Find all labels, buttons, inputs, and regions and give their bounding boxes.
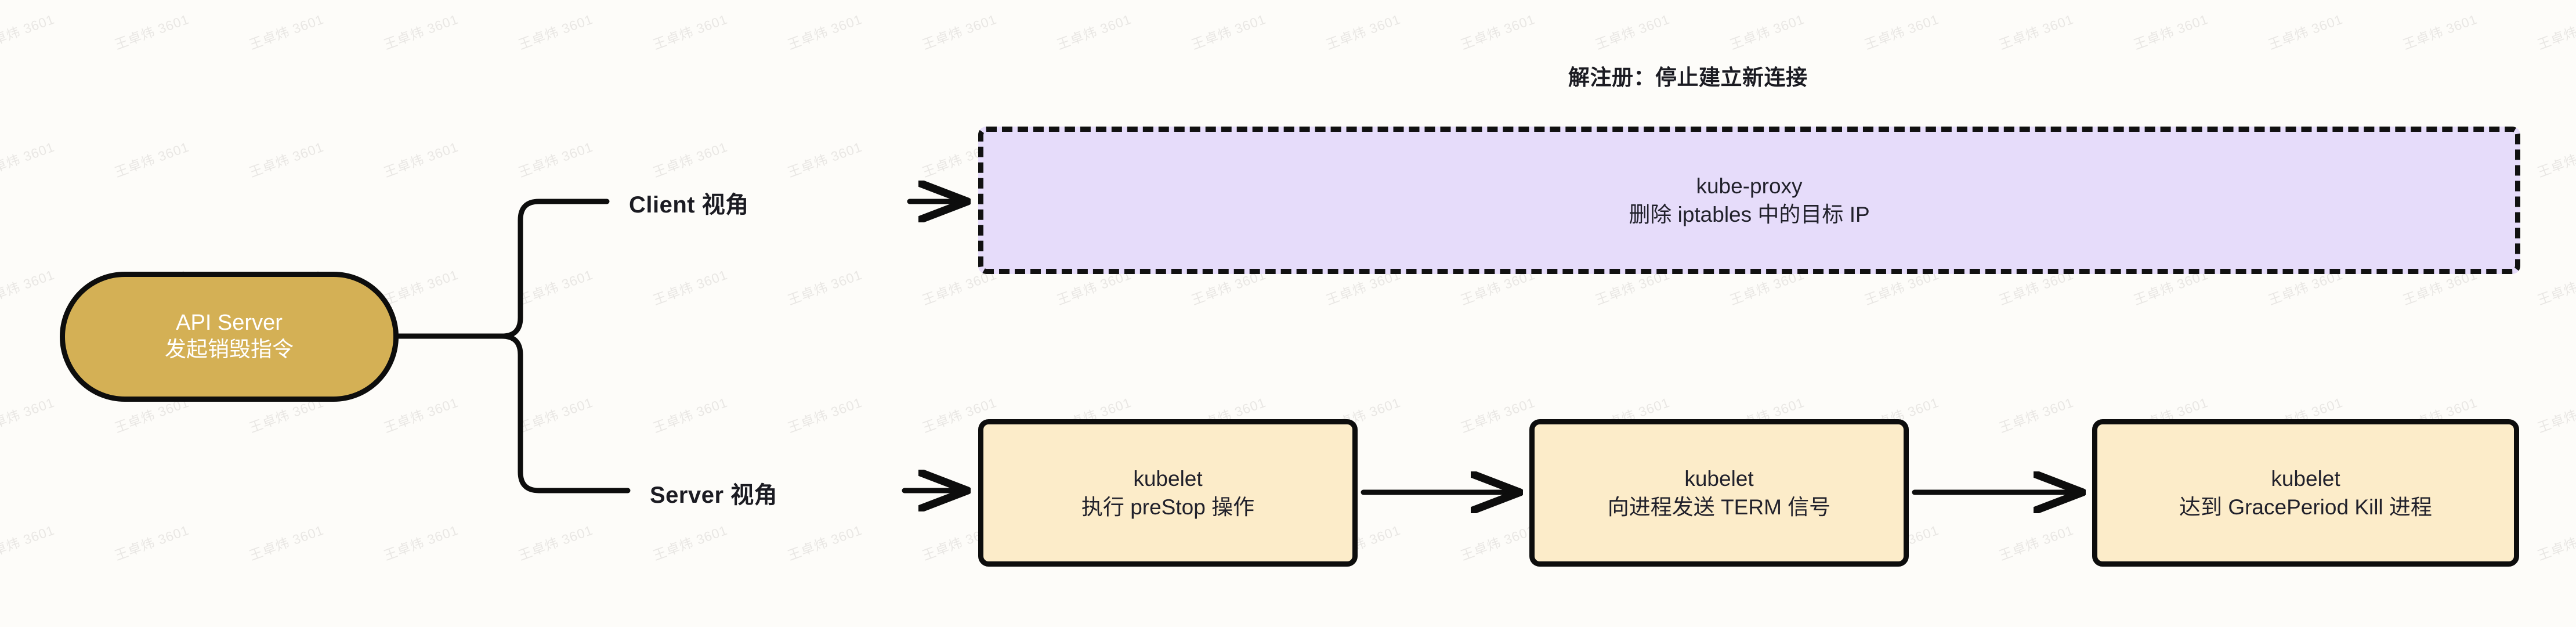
watermark-text: 王卓炜 3601: [113, 11, 191, 53]
watermark-text: 王卓炜 3601: [1459, 522, 1537, 564]
watermark-text: 王卓炜 3601: [0, 394, 57, 436]
watermark-text: 王卓炜 3601: [786, 139, 864, 181]
node-api-server[interactable]: API Server 发起销毁指令: [60, 272, 399, 402]
node-kube-proxy-subtitle: 删除 iptables 中的目标 IP: [1629, 203, 1870, 226]
branch-label-server: Server 视角: [650, 482, 778, 508]
node-kubelet-term-title: kubelet: [1684, 466, 1754, 491]
edge-branch-server: [487, 333, 631, 493]
node-kubelet-term-subtitle: 向进程发送 TERM 信号: [1607, 495, 1831, 519]
watermark-text: 王卓炜 3601: [113, 522, 191, 564]
watermark-text: 王卓炜 3601: [786, 11, 864, 53]
watermark-text: 王卓炜 3601: [247, 11, 326, 53]
watermark-text: 王卓炜 3601: [2401, 11, 2480, 53]
watermark-text: 王卓炜 3601: [2535, 12, 2576, 53]
watermark-text: 王卓炜 3601: [1593, 11, 1672, 53]
watermark-text: 王卓炜 3601: [651, 522, 730, 564]
node-kube-proxy-title: kube-proxy: [1696, 174, 1803, 198]
node-kubelet-prestop-title: kubelet: [1133, 466, 1203, 491]
watermark-text: 王卓炜 3601: [1997, 522, 2076, 564]
watermark-text: 王卓炜 3601: [2535, 139, 2576, 181]
watermark-text: 王卓炜 3601: [113, 139, 191, 181]
node-api-server-subtitle: 发起销毁指令: [165, 337, 294, 362]
watermark-text: 王卓炜 3601: [1324, 11, 1403, 53]
watermark-text: 王卓炜 3601: [516, 266, 595, 308]
watermark-text: 王卓炜 3601: [382, 522, 461, 564]
diagram-title: 解注册：停止建立新连接: [1568, 66, 1808, 89]
watermark-text: 王卓炜 3601: [516, 139, 595, 181]
watermark-text: 王卓炜 3601: [651, 11, 730, 53]
watermark-text: 王卓炜 3601: [247, 139, 326, 181]
edge-branch-client: [487, 199, 610, 339]
watermark-text: 王卓炜 3601: [1997, 11, 2076, 53]
watermark-text: 王卓炜 3601: [786, 394, 864, 436]
node-kubelet-kill[interactable]: kubelet 达到 GracePeriod Kill 进程: [2092, 419, 2519, 567]
watermark-text: 王卓炜 3601: [382, 139, 461, 181]
watermark-text: 王卓炜 3601: [651, 394, 730, 436]
watermark-text: 王卓炜 3601: [2535, 395, 2576, 436]
watermark-text: 王卓炜 3601: [0, 266, 57, 308]
watermark-text: 王卓炜 3601: [1189, 11, 1268, 53]
branch-label-client: Client 视角: [629, 192, 749, 218]
watermark-text: 王卓炜 3601: [2266, 11, 2345, 53]
watermark-text: 王卓炜 3601: [1997, 394, 2076, 436]
watermark-text: 王卓炜 3601: [2535, 522, 2576, 564]
watermark-text: 王卓炜 3601: [382, 11, 461, 53]
watermark-text: 王卓炜 3601: [1459, 394, 1537, 436]
watermark-text: 王卓炜 3601: [382, 394, 461, 436]
watermark-text: 王卓炜 3601: [651, 139, 730, 181]
watermark-text: 王卓炜 3601: [0, 139, 57, 181]
node-kube-proxy[interactable]: kube-proxy 删除 iptables 中的目标 IP: [978, 127, 2520, 274]
watermark-text: 王卓炜 3601: [0, 522, 57, 564]
watermark-text: 王卓炜 3601: [247, 522, 326, 564]
watermark-text: 王卓炜 3601: [1862, 11, 1941, 53]
watermark-text: 王卓炜 3601: [651, 266, 730, 308]
watermark-text: 王卓炜 3601: [382, 266, 461, 308]
watermark-text: 王卓炜 3601: [1728, 11, 1807, 53]
node-kubelet-kill-subtitle: 达到 GracePeriod Kill 进程: [2179, 495, 2432, 519]
watermark-text: 王卓炜 3601: [516, 522, 595, 564]
watermark-text: 王卓炜 3601: [786, 266, 864, 308]
watermark-text: 王卓炜 3601: [516, 394, 595, 436]
watermark-text: 王卓炜 3601: [1459, 11, 1537, 53]
node-api-server-title: API Server: [176, 311, 283, 336]
watermark-text: 王卓炜 3601: [920, 11, 999, 53]
watermark-text: 王卓炜 3601: [1055, 11, 1134, 53]
watermark-text: 王卓炜 3601: [516, 11, 595, 53]
node-kubelet-term[interactable]: kubelet 向进程发送 TERM 信号: [1529, 419, 1909, 567]
node-kubelet-kill-title: kubelet: [2271, 466, 2340, 491]
node-kubelet-prestop-subtitle: 执行 preStop 操作: [1081, 495, 1255, 519]
node-kubelet-prestop[interactable]: kubelet 执行 preStop 操作: [978, 419, 1358, 567]
watermark-text: 王卓炜 3601: [786, 522, 864, 564]
watermark-text: 王卓炜 3601: [2132, 11, 2210, 53]
watermark-text: 王卓炜 3601: [2535, 267, 2576, 308]
watermark-text: 王卓炜 3601: [0, 11, 57, 53]
